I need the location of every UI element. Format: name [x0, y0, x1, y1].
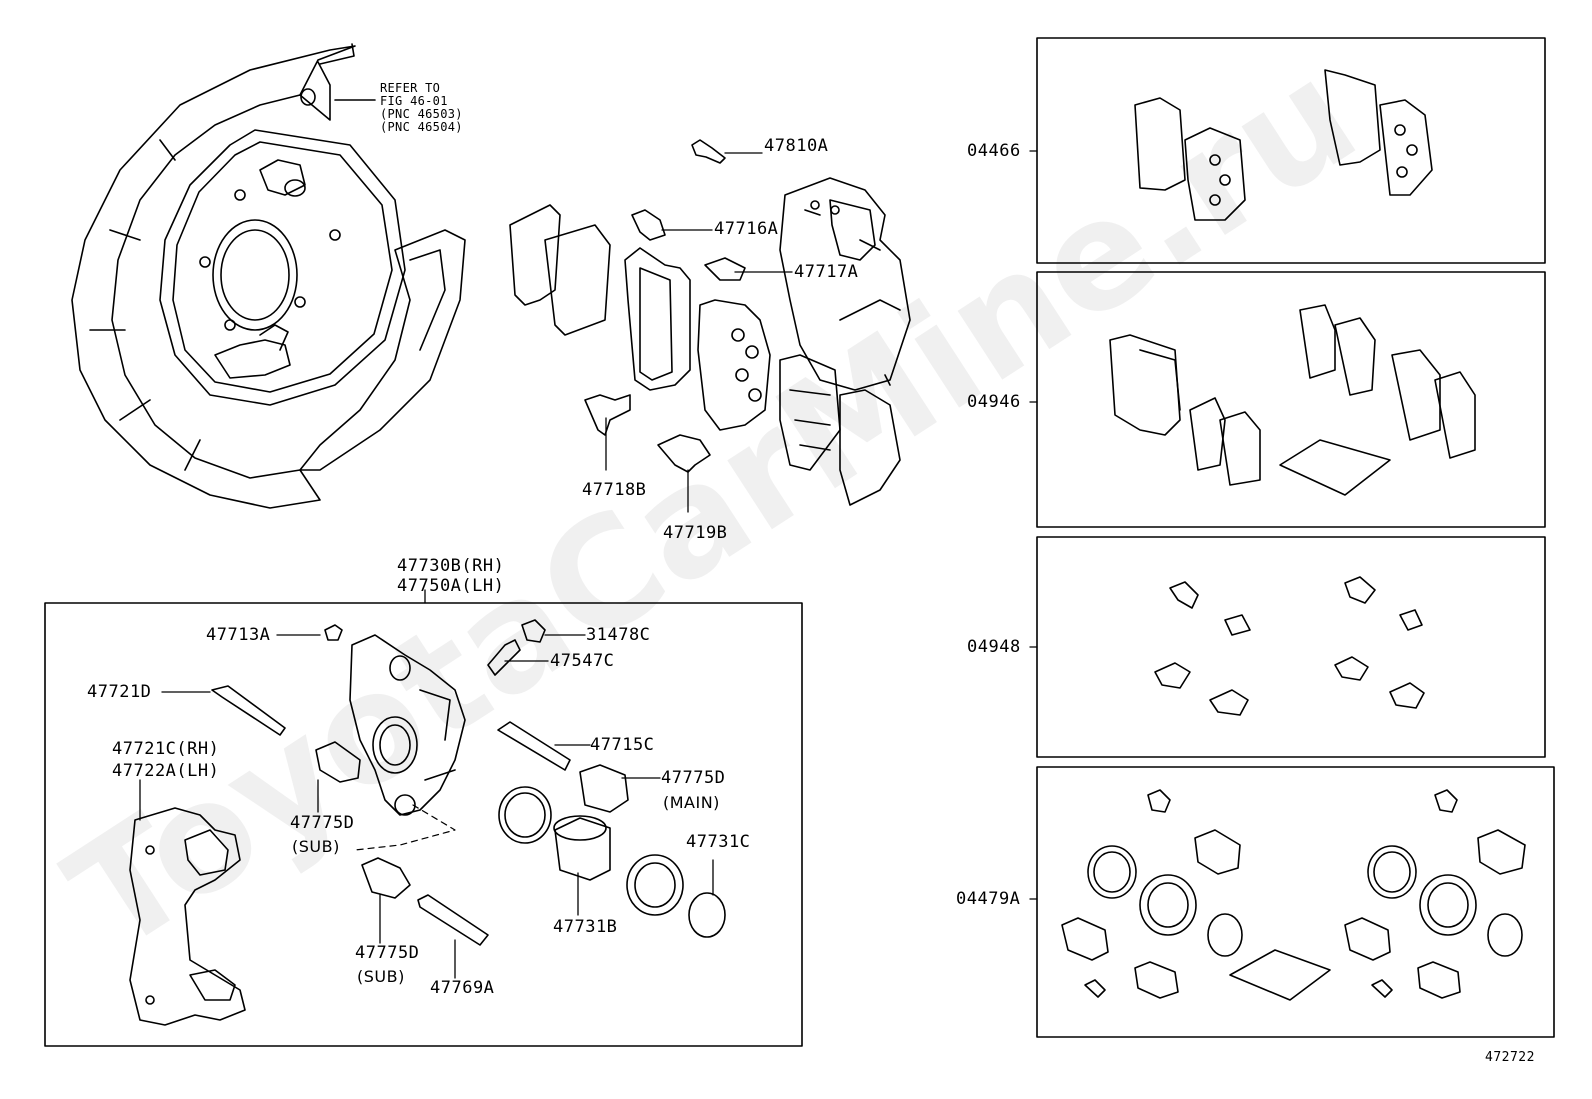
part-47775D-main-note: (MAIN): [663, 793, 720, 812]
kit-04946[interactable]: 04946: [967, 392, 1021, 412]
part-47721C[interactable]: 47721C(RH): [112, 739, 220, 759]
part-47769A[interactable]: 47769A: [430, 978, 495, 998]
refer-note: REFER TO FIG 46-01 (PNC 46503) (PNC 4650…: [380, 82, 463, 134]
kit-box-04946: [1036, 271, 1546, 528]
part-47731B[interactable]: 47731B: [553, 917, 618, 937]
leaders-lower: [139, 634, 714, 979]
part-47547C[interactable]: 47547C: [550, 651, 615, 671]
part-47750A[interactable]: 47750A(LH): [397, 576, 505, 596]
kit-04946-items: [1109, 304, 1476, 496]
kit-04466[interactable]: 04466: [967, 141, 1021, 161]
caliper-assembly: [129, 619, 726, 1026]
part-47731C[interactable]: 47731C: [686, 832, 751, 852]
part-47775D-sub2-note: (SUB): [357, 967, 405, 986]
part-47717A[interactable]: 47717A: [794, 262, 859, 282]
part-31478C[interactable]: 31478C: [586, 625, 651, 645]
refer-line1: REFER TO: [380, 81, 441, 95]
kit-04948-clips: [1154, 576, 1425, 716]
refer-line2: FIG 46-01: [380, 94, 448, 108]
part-47730B[interactable]: 47730B(RH): [397, 556, 505, 576]
part-47716A[interactable]: 47716A: [714, 219, 779, 239]
kit-04479A-seals: [1061, 789, 1526, 1001]
part-47810A[interactable]: 47810A: [764, 136, 829, 156]
figure-number: 472722: [1485, 1050, 1535, 1065]
caliper-mount: [779, 177, 911, 391]
part-47718B[interactable]: 47718B: [582, 480, 647, 500]
kit-04948[interactable]: 04948: [967, 637, 1021, 657]
part-47722A[interactable]: 47722A(LH): [112, 761, 220, 781]
refer-line4: (PNC 46504): [380, 120, 463, 134]
part-47775D-main[interactable]: 47775D: [661, 768, 726, 788]
kit-leaders: [1029, 150, 1038, 900]
part-47721D[interactable]: 47721D: [87, 682, 152, 702]
kit-04479A[interactable]: 04479A: [956, 889, 1021, 909]
part-47775D-sub1-note: (SUB): [292, 837, 340, 856]
refer-line3: (PNC 46503): [380, 107, 463, 121]
caliper-box: [44, 602, 803, 1047]
kit-04466-pads: [1134, 69, 1433, 221]
part-47713A[interactable]: 47713A: [206, 625, 271, 645]
part-47719B[interactable]: 47719B: [663, 523, 728, 543]
clips-upper: [584, 139, 746, 473]
kit-box-04466: [1036, 37, 1546, 264]
leaders-upper: [605, 152, 793, 513]
backing-plate: [71, 43, 466, 509]
part-47775D-sub2[interactable]: 47775D: [355, 943, 420, 963]
kit-box-04479A: [1036, 766, 1555, 1038]
kit-box-04948: [1036, 536, 1546, 758]
part-47775D-sub1[interactable]: 47775D: [290, 813, 355, 833]
pads-group: [509, 204, 901, 506]
part-47715C[interactable]: 47715C: [590, 735, 655, 755]
